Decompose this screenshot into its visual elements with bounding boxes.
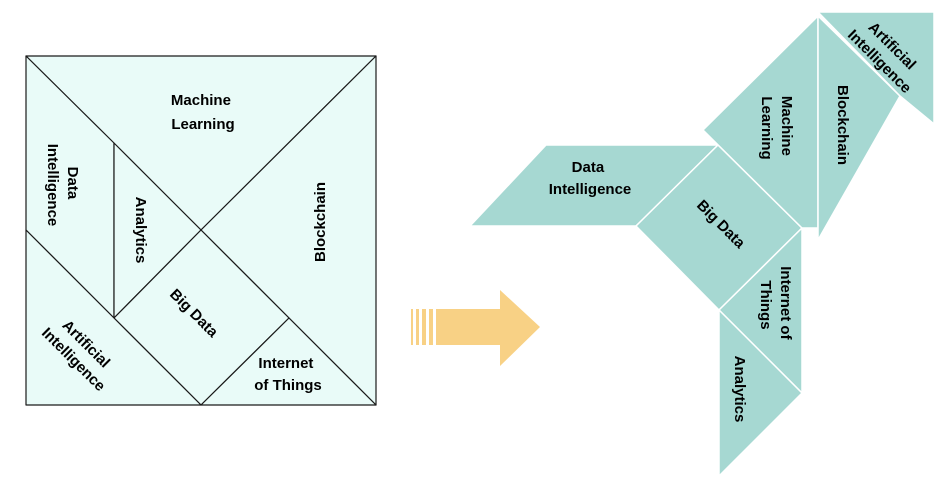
bird-label-analytics: Analytics [731, 356, 748, 423]
arrow-body [436, 290, 540, 366]
square-label-data-intelligence: Data Intelligence [44, 144, 81, 227]
bird-label-internet-of-things: Internet of Things [757, 266, 794, 344]
arrow-stripe [411, 309, 413, 345]
right-arrow-icon [411, 290, 540, 366]
bird-label-machine-learning: Machine Learning [758, 96, 795, 160]
bird-piece-artificial-intelligence [817, 11, 935, 125]
arrow-stripe [416, 309, 419, 345]
square-label-internet-of-things: Internet of Things [254, 355, 322, 394]
square-label-blockchain: Blockchain [312, 182, 329, 262]
arrow-stripe [429, 309, 433, 345]
bird-label-blockchain: Blockchain [834, 85, 851, 165]
square-piece-internet-of-things [200, 317, 377, 406]
arrow-stripe [422, 309, 426, 345]
tangram-square: Machine Learning Data Intelligence Analy… [25, 55, 377, 406]
bird-piece-analytics [718, 309, 803, 477]
square-label-machine-learning: Machine Learning [171, 92, 235, 133]
bird-piece-blockchain [817, 15, 901, 241]
square-label-analytics: Analytics [132, 197, 149, 264]
tangram-bird: Data Intelligence Big Data Machine Learn… [469, 11, 935, 477]
bird-label-data-intelligence: Data Intelligence [549, 159, 632, 198]
